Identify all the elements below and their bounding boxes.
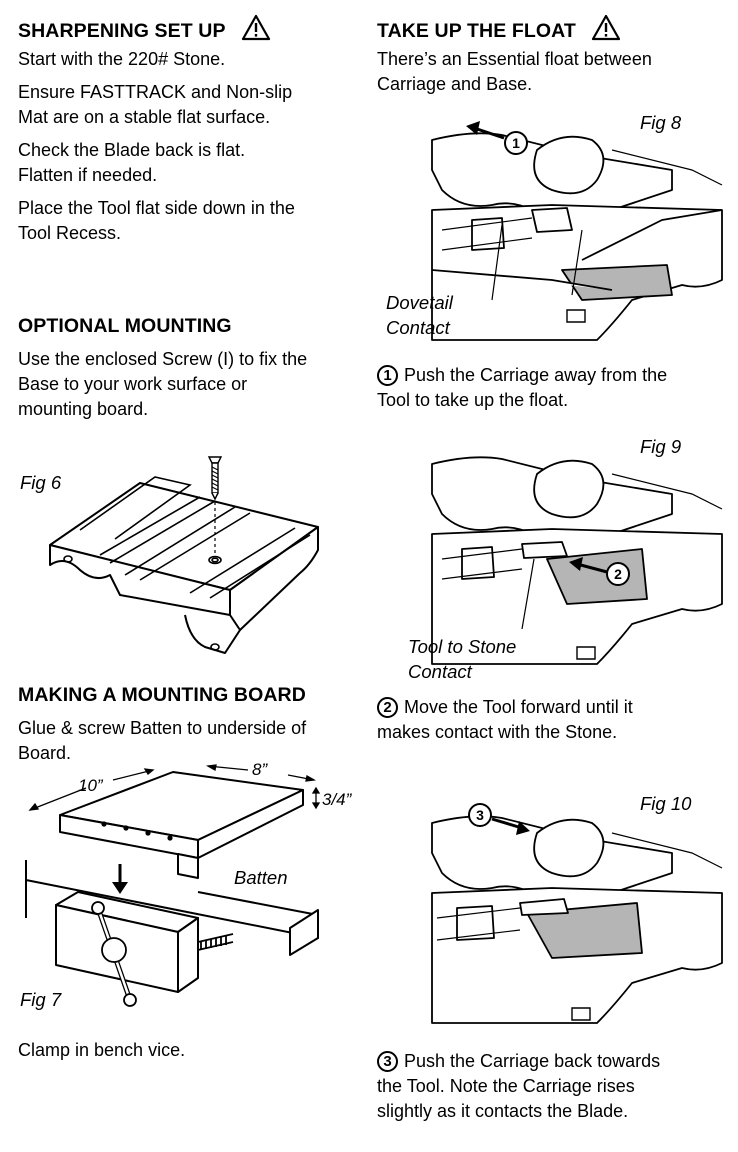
- sharpening-line: Start with the 220# Stone.: [18, 49, 226, 69]
- fig10-label: Fig 10: [640, 793, 692, 814]
- step-1-line: Tool to take up the float.: [377, 390, 569, 410]
- mounting-line: Base to your work surface or: [18, 374, 248, 394]
- push-arrow-icon: 1: [466, 121, 527, 154]
- step-3-line: slightly as it contacts the Blade.: [377, 1101, 629, 1121]
- push-arrow-icon: 3: [469, 804, 530, 835]
- mounting-line: Use the enclosed Screw (I) to fix the: [18, 349, 308, 369]
- down-arrow-icon: [112, 864, 128, 894]
- board-caption: Clamp in bench vice.: [18, 1040, 186, 1060]
- board-text: Glue & screw Batten to underside of Boar…: [18, 716, 306, 766]
- board-width-label: 8”: [252, 760, 268, 779]
- mounting-board-illustration: [18, 760, 358, 1020]
- board-thickness-label: 3/4”: [322, 790, 352, 809]
- fig8-label: Fig 8: [640, 112, 682, 133]
- board-line: Board.: [18, 743, 72, 763]
- sharpening-heading: SHARPENING SET UP: [18, 14, 271, 43]
- mounting-line: mounting board.: [18, 399, 149, 419]
- fig9-callout-line-1: Tool to Stone: [408, 636, 517, 657]
- fig7-label: Fig 7: [20, 989, 62, 1010]
- sharpening-line: Place the Tool flat side down in the: [18, 198, 295, 218]
- sharpening-line: Tool Recess.: [18, 223, 122, 243]
- board-line: Glue & screw Batten to underside of: [18, 718, 307, 738]
- sharpening-line: Check the Blade back is flat.: [18, 140, 246, 160]
- step-3-line: the Tool. Note the Carriage rises: [377, 1076, 635, 1096]
- step-1-line: Push the Carriage away from the: [404, 365, 668, 385]
- step-2-line: makes contact with the Stone.: [377, 722, 618, 742]
- board-heading: MAKING A MOUNTING BOARD: [18, 684, 306, 706]
- mounting-text: Use the enclosed Screw (I) to fix the Ba…: [18, 347, 307, 422]
- step-2-line: Move the Tool forward until it: [404, 697, 633, 717]
- push-arrow-icon: 2: [569, 557, 629, 585]
- mounting-heading: OPTIONAL MOUNTING: [18, 315, 232, 337]
- svg-text:1: 1: [512, 135, 520, 151]
- warning-icon: [241, 14, 271, 41]
- float-intro: There’s an Essential float between Carri…: [377, 47, 652, 97]
- fig9-callout-line-2: Contact: [408, 661, 472, 682]
- step-number-badge: 3: [377, 1051, 398, 1072]
- step-number-badge: 1: [377, 365, 398, 386]
- fig8-callout-line-2: Contact: [386, 317, 450, 338]
- board-length-label: 10”: [78, 776, 103, 795]
- fig6-label: Fig 6: [20, 472, 62, 493]
- sharpening-heading-text: SHARPENING SET UP: [18, 20, 226, 42]
- step-3-line: Push the Carriage back towards: [404, 1051, 661, 1071]
- fig9-illustration: 2: [432, 434, 722, 679]
- fig8-callout-line-1: Dovetail: [386, 292, 453, 313]
- step-3-text: 3 Push the Carriage back towards the Tool…: [377, 1049, 660, 1124]
- float-heading: TAKE UP THE FLOAT: [377, 14, 621, 43]
- float-intro-line: Carriage and Base.: [377, 74, 533, 94]
- base-mounting-illustration: [40, 455, 330, 665]
- float-heading-text: TAKE UP THE FLOAT: [377, 20, 576, 42]
- screw-icon: [209, 457, 221, 499]
- sharpening-line: Flatten if needed.: [18, 165, 158, 185]
- float-intro-line: There’s an Essential float between: [377, 49, 652, 69]
- sharpening-line: Mat are on a stable flat surface.: [18, 107, 271, 127]
- sharpening-line: Ensure FASTTRACK and Non-slip: [18, 82, 293, 102]
- batten-label: Batten: [234, 867, 288, 888]
- step-number-badge: 2: [377, 697, 398, 718]
- warning-icon: [591, 14, 621, 41]
- step-1-text: 1 Push the Carriage away from the Tool to…: [377, 363, 667, 413]
- step-2-text: 2 Move the Tool forward until it makes co…: [377, 695, 633, 745]
- sharpening-text: Start with the 220# Stone. Ensure FASTTR…: [18, 47, 295, 246]
- fig9-label: Fig 9: [640, 436, 682, 457]
- fig8-illustration: 1: [432, 121, 722, 355]
- svg-text:2: 2: [614, 566, 622, 582]
- fig10-illustration: 3: [432, 793, 722, 1038]
- svg-text:3: 3: [476, 807, 484, 823]
